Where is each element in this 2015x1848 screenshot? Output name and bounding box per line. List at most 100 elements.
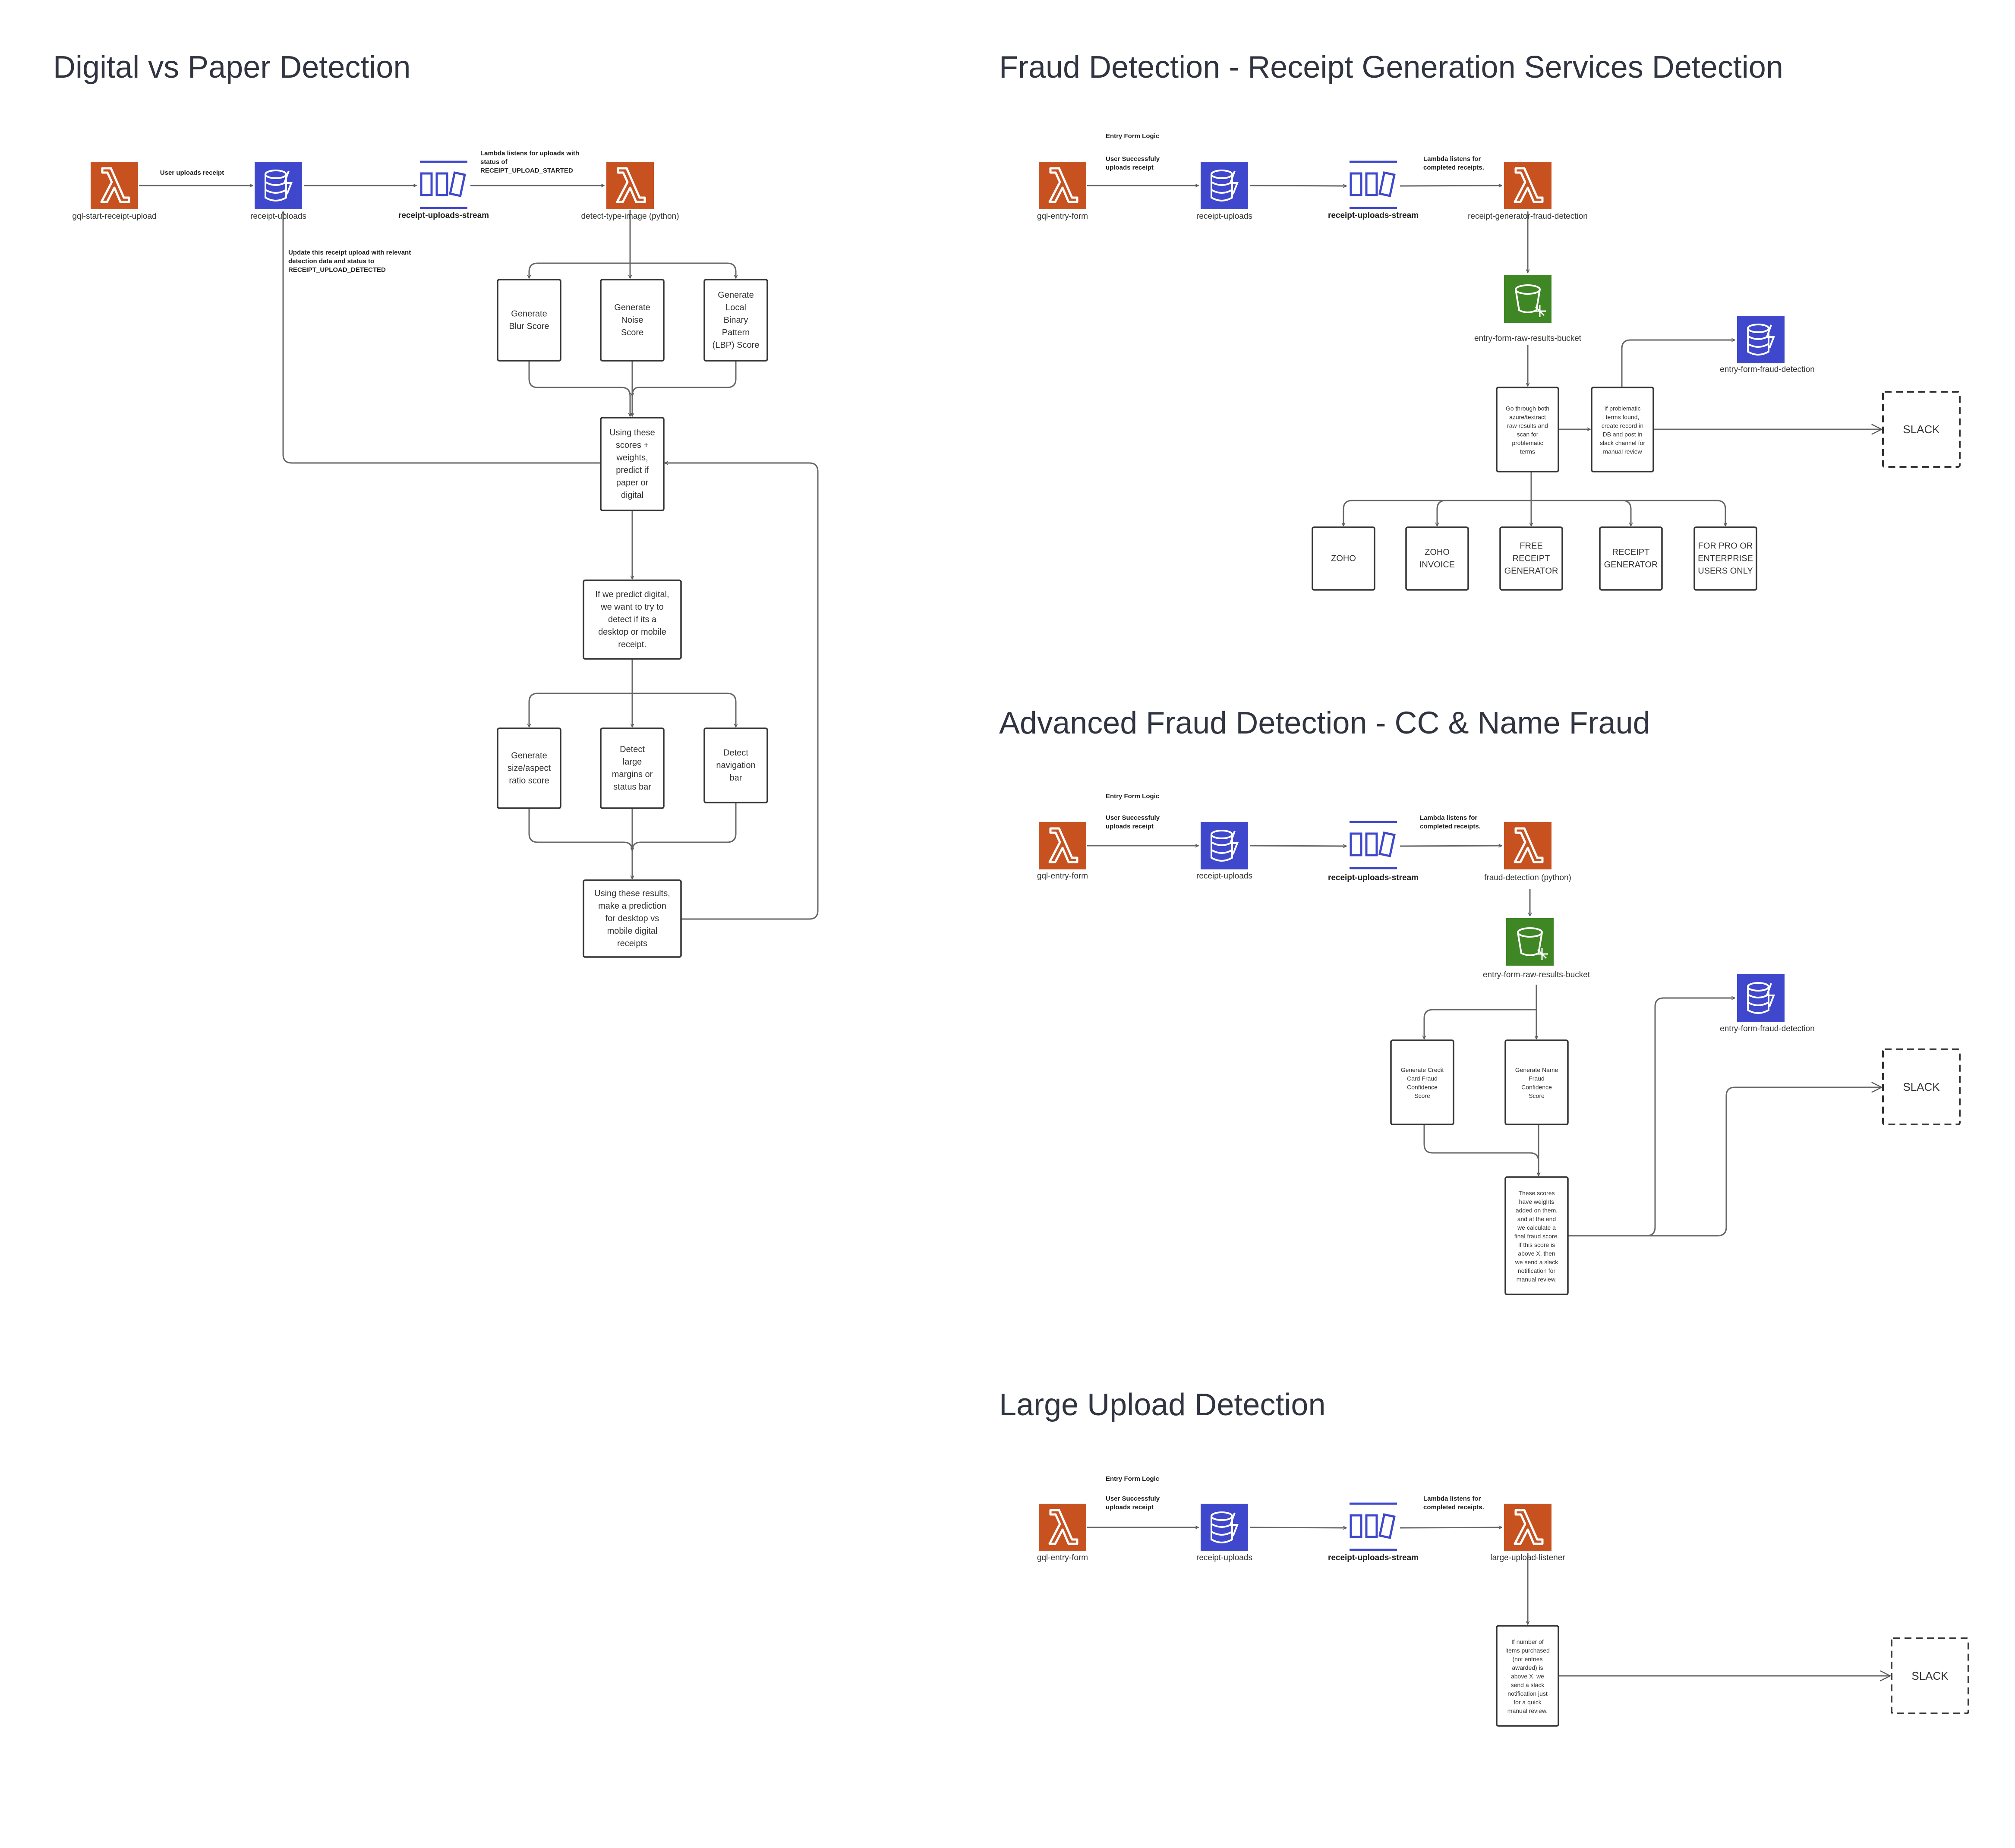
d3-listener-lambda-icon[interactable]	[1504, 822, 1551, 869]
d2-label-lambda: receipt-generator-fraud-detection	[1468, 212, 1588, 221]
box-predict-paper-digital-text: Using these	[609, 428, 655, 438]
d2-box-scan-terms-text: raw results and	[1507, 422, 1548, 429]
edge-update-uploads	[283, 211, 601, 464]
box-lbp-score-text: Pattern	[722, 328, 750, 337]
start-lambda-icon[interactable]	[91, 162, 138, 209]
d4-slack-target-frame	[1891, 1637, 1969, 1714]
box-results-prediction-text: Using these results,	[594, 889, 670, 898]
box-results-prediction-text: receipts	[617, 939, 647, 948]
d4-edge-stream-lambda	[1400, 1527, 1502, 1528]
d4-listener-lambda-icon[interactable]	[1504, 1504, 1551, 1551]
d2-box-scan-terms-text: Go through both	[1506, 405, 1549, 412]
d3-box-final-score-text: and at the end	[1517, 1215, 1556, 1222]
d4-stream-icon[interactable]	[1350, 1502, 1397, 1551]
box-noise-score-text: Score	[621, 328, 643, 337]
d3-label-uploads: receipt-uploads	[1196, 872, 1252, 881]
d2-box-zoho-invoice-text: INVOICE	[1419, 560, 1455, 570]
d2-slack-target-frame	[1882, 391, 1961, 468]
box-nav-bar-text: navigation	[716, 761, 755, 770]
d4-edge-label-logic: Entry Form Logic	[1106, 1475, 1159, 1483]
d2-label-uploads: receipt-uploads	[1196, 212, 1252, 221]
receipt-uploads-dynamodb-icon[interactable]	[255, 162, 302, 209]
box-size-aspect-text: size/aspect	[508, 764, 551, 773]
d2-slack-target[interactable]: SLACK	[1882, 391, 1961, 468]
d3-box-name-score-text: Score	[1529, 1092, 1545, 1099]
box-predict-digital-text: detect if its a	[608, 615, 657, 624]
node-label-start: gql-start-receipt-upload	[72, 212, 156, 221]
d2-box-free-receipt-generator-text: GENERATOR	[1504, 567, 1558, 576]
box-size-aspect-frame	[497, 727, 561, 809]
box-results-prediction[interactable]: Using these results,make a predictionfor…	[583, 879, 682, 958]
box-nav-bar-text: bar	[730, 773, 742, 783]
d4-box-items-purchased-text: awarded) is	[1512, 1664, 1543, 1671]
box-predict-paper-digital-text: digital	[621, 491, 643, 500]
box-predict-paper-digital-text: scores +	[616, 441, 649, 450]
box-predict-paper-digital-text: paper or	[616, 478, 649, 488]
d2-box-receipt-generator-text: GENERATOR	[1604, 560, 1658, 570]
d3-box-cc-score-text: Score	[1414, 1092, 1430, 1099]
d4-entry-form-lambda-icon[interactable]	[1039, 1504, 1086, 1551]
d4-box-items-purchased-text: notification just	[1507, 1690, 1548, 1697]
d2-box-zoho-invoice-frame	[1405, 526, 1469, 591]
d4-slack-target[interactable]: SLACK	[1891, 1637, 1969, 1714]
d2-box-problematic-terms-text: If problematic	[1604, 405, 1640, 412]
d3-fraud-detection-dynamodb-icon[interactable]	[1737, 974, 1785, 1022]
d2-s3-bucket-icon[interactable]	[1504, 275, 1551, 323]
d2-listener-lambda-icon[interactable]	[1504, 162, 1551, 209]
box-size-aspect-text: ratio score	[509, 776, 549, 786]
d3-box-final-score-text: notification for	[1518, 1267, 1555, 1274]
box-predict-digital-frame	[583, 579, 682, 660]
d2-stream-icon[interactable]	[1350, 161, 1397, 209]
d3-slack-target[interactable]: SLACK	[1882, 1048, 1961, 1125]
box-lbp-score-frame	[703, 279, 768, 362]
d3-box-cc-score-text: Card Fraud	[1407, 1075, 1438, 1082]
d3-s3-bucket-icon[interactable]	[1506, 918, 1554, 966]
d3-box-final-score-text: have weights	[1519, 1198, 1555, 1205]
edge-nav-results	[632, 803, 737, 851]
box-predict-digital[interactable]: If we predict digital,we want to try tod…	[583, 579, 682, 660]
d2-box-zoho[interactable]: ZOHO	[1312, 526, 1375, 591]
node-label-detect: detect-type-image (python)	[581, 212, 679, 221]
d2-entry-form-lambda-icon[interactable]	[1039, 162, 1086, 209]
d2-edge-label-logic: Entry Form Logic	[1106, 132, 1159, 140]
receipt-uploads-stream-icon[interactable]	[420, 161, 467, 209]
d3-receipt-uploads-dynamodb-icon[interactable]	[1201, 822, 1248, 869]
d3-edge-label-user-line: uploads receipt	[1106, 823, 1154, 830]
box-margins-text: large	[623, 757, 642, 767]
edge-size-results	[528, 808, 632, 879]
edge-label-update-receipt: Update this receipt upload with relevant…	[288, 249, 411, 274]
d3-stream-icon[interactable]	[1350, 821, 1397, 869]
box-lbp-score-text: Local	[725, 303, 746, 312]
d4-edge-label-user-line: uploads receipt	[1106, 1504, 1154, 1511]
d2-receipt-uploads-dynamodb-icon[interactable]	[1201, 162, 1248, 209]
detect-type-lambda-icon[interactable]	[606, 162, 654, 209]
d3-entry-form-lambda-icon[interactable]	[1039, 822, 1086, 869]
box-predict-paper-digital-text: predict if	[616, 466, 649, 475]
box-noise-score-text: Noise	[621, 315, 643, 325]
d2-slack-target-label: SLACK	[1903, 423, 1940, 436]
d3-box-final-score-frame	[1504, 1176, 1569, 1295]
box-results-prediction-text: make a prediction	[598, 901, 666, 911]
d2-box-scan-terms-text: scan for	[1517, 431, 1539, 438]
d2-fraud-detection-dynamodb-icon[interactable]	[1737, 316, 1785, 363]
d4-receipt-uploads-dynamodb-icon[interactable]	[1201, 1504, 1248, 1551]
d2-box-zoho-text: ZOHO	[1331, 554, 1356, 564]
